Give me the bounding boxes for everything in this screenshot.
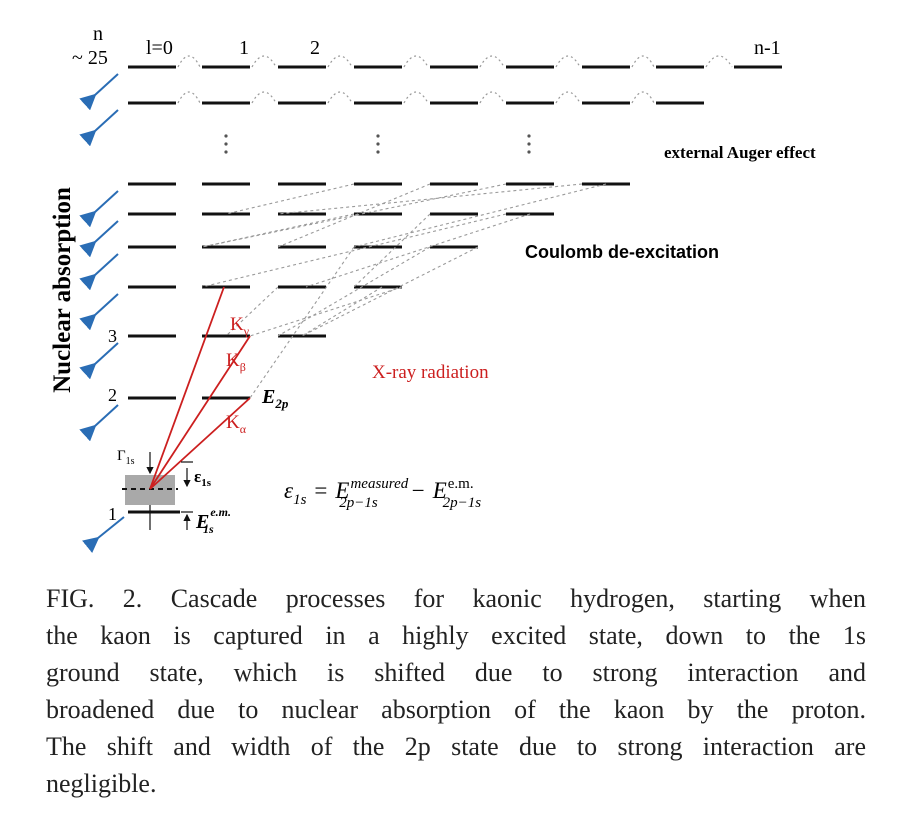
absorption-arrow — [79, 342, 119, 380]
absorption-arrow — [79, 253, 119, 291]
level-number-2: 2 — [108, 385, 117, 405]
absorption-arrow — [79, 404, 119, 442]
l-label-1: 1 — [239, 37, 249, 59]
k-alpha-line — [149, 397, 251, 490]
l-label-n-minus-1: n-1 — [754, 37, 781, 59]
caption-line-5: The shift and width of the 2p state due … — [46, 732, 866, 761]
auger-effect-label: external Auger effect — [664, 143, 816, 162]
coulomb-transition-line — [225, 183, 355, 215]
auger-coulomb-dotted-transitions — [177, 55, 733, 399]
level-continuation-dots — [224, 134, 531, 154]
coulomb-transition-line — [301, 286, 383, 337]
k-gamma-label: Kγ — [230, 314, 250, 338]
coulomb-transition-line — [353, 213, 431, 288]
absorption-arrow — [79, 73, 119, 111]
cascade-diagram: n ~ 25 l=0 1 2 n-1 Nuclear absorption ex… — [49, 23, 816, 554]
k-beta-line — [149, 335, 251, 490]
auger-transition-arc — [403, 91, 429, 104]
caption-line-4: broadened due to nuclear absorption of t… — [46, 695, 866, 724]
coulomb-transition-line — [277, 183, 583, 215]
n-top-label: ~ 25 — [72, 47, 108, 69]
coulomb-transition-line — [277, 246, 431, 337]
k-gamma-line — [149, 286, 225, 490]
absorption-arrow — [79, 220, 119, 258]
auger-transition-arc — [251, 55, 277, 68]
coulomb-transition-line — [301, 246, 479, 337]
absorption-arrow — [82, 516, 125, 554]
xray-radiation-label: X-ray radiation — [372, 362, 489, 383]
absorption-arrow — [79, 109, 119, 147]
auger-transition-arc — [479, 55, 505, 68]
coulomb-transition-line — [201, 213, 507, 288]
coulomb-transition-line — [353, 183, 607, 248]
coulomb-transition-line — [249, 286, 403, 337]
auger-transition-arc — [631, 55, 655, 68]
auger-transition-arc — [705, 55, 733, 68]
auger-transition-arc — [177, 55, 201, 68]
auger-transition-arc — [479, 91, 505, 104]
energy-levels — [128, 65, 782, 400]
epsilon-1s-label: ε1s — [194, 467, 212, 489]
xray-transitions — [149, 286, 251, 490]
auger-transition-arc — [555, 91, 581, 104]
caption-line-3: ground state, which is shifted due to st… — [46, 658, 866, 687]
auger-transition-arc — [177, 91, 201, 104]
nuclear-absorption-arrows — [79, 73, 125, 554]
level-number-1: 1 — [108, 504, 117, 524]
caption-line-6: negligible. — [46, 769, 157, 798]
auger-transition-arc — [555, 55, 581, 68]
coulomb-deexcitation-label: Coulomb de-excitation — [525, 242, 719, 262]
auger-transition-arc — [327, 91, 353, 104]
coulomb-transition-line — [249, 246, 355, 399]
nuclear-absorption-label: Nuclear absorption — [49, 187, 76, 393]
k-alpha-label: Kα — [226, 412, 247, 436]
auger-transition-arc — [251, 91, 277, 104]
absorption-arrow — [79, 293, 119, 331]
e1s-em-label: Ee.m.1s — [195, 505, 231, 536]
e2p-label: E2p — [261, 386, 289, 411]
absorption-arrow — [79, 190, 119, 228]
figure-caption: FIG. 2. Cascade processes for kaonic hyd… — [46, 580, 866, 802]
gamma-1s-label: Γ1s — [117, 448, 135, 467]
coulomb-transition-line — [305, 213, 531, 288]
caption-line-2: the kaon is captured in a highly excited… — [46, 621, 866, 650]
k-beta-label: Kβ — [226, 350, 246, 374]
caption-line-1: FIG. 2. Cascade processes for kaonic hyd… — [46, 584, 866, 613]
level-number-3: 3 — [108, 326, 117, 346]
l-label-0: l=0 — [146, 37, 173, 59]
auger-transition-arc — [327, 55, 353, 68]
coulomb-transition-line — [201, 213, 355, 248]
auger-transition-arc — [631, 91, 655, 104]
auger-transition-arc — [403, 55, 429, 68]
l-label-2: 2 — [310, 37, 320, 59]
n-header: n — [93, 23, 103, 45]
